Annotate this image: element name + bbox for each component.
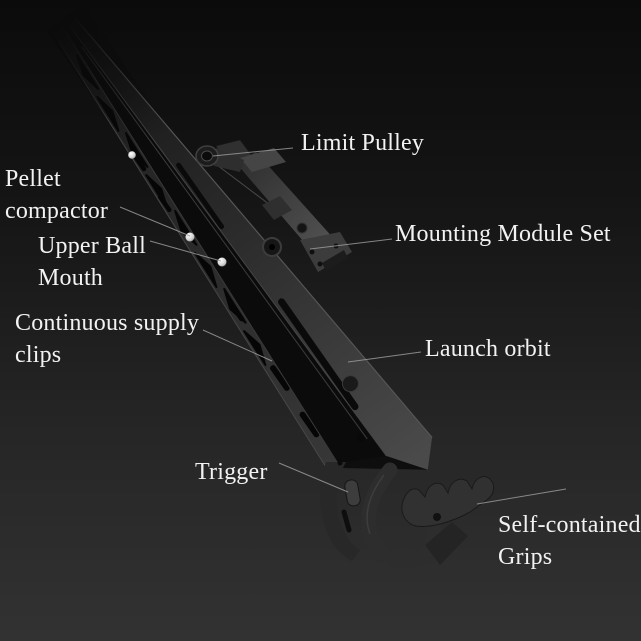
leader-pellet-compactor [119, 206, 191, 237]
module-top-plate [240, 148, 286, 172]
label-upper-ball-mouth: Upper Ball Mouth [38, 233, 146, 291]
leader-continuous-supply-clips [202, 329, 273, 362]
leader-launch-orbit [347, 351, 422, 363]
label-launch-orbit: Launch orbit [425, 336, 551, 362]
serrated-grip-part [401, 476, 495, 527]
launcher-rail [45, 4, 433, 470]
trigger-part [344, 479, 361, 507]
truss-cutout [194, 252, 218, 289]
body-bolt [337, 460, 343, 466]
face-groove [278, 298, 359, 411]
supply-clip-slots [132, 154, 320, 438]
leader-upper-ball-mouth [149, 240, 222, 262]
supply-clip-slot [229, 302, 245, 322]
leader-lines [119, 147, 567, 505]
module-pulley-hub [269, 244, 275, 250]
mounting-module-set-part [212, 139, 352, 272]
hook-tail [425, 522, 468, 565]
leader-self-contained-grips [476, 488, 567, 505]
pulley-arm [214, 148, 244, 172]
leader-mounting-module-set [309, 238, 393, 250]
supply-clip-slot [158, 194, 172, 213]
module-strut [262, 196, 292, 220]
label-trigger: Trigger [195, 459, 268, 485]
pellet-balls [128, 151, 227, 267]
supply-clip-slot [132, 154, 147, 172]
pulley-spool-core [201, 150, 213, 162]
front-arm-slot [341, 509, 352, 533]
face-groove [176, 162, 225, 230]
label-continuous-supply-clips: Continuous supply clips [15, 310, 200, 368]
grip-assembly [320, 460, 495, 569]
supply-clip-slot [299, 411, 320, 438]
label-limit-pulley: Limit Pulley [301, 130, 425, 156]
front-arm [320, 462, 360, 561]
top-fade [45, 4, 172, 158]
module-main-bar [236, 152, 344, 263]
truss-cutout [243, 330, 267, 367]
face-bolt [356, 432, 366, 442]
supply-clip-slot [270, 365, 290, 391]
module-roller [296, 222, 308, 234]
label-self-contained-grips: Self-contained Grips [498, 512, 641, 570]
leader-limit-pulley [212, 147, 294, 157]
label-mounting-module-set: Mounting Module Set [395, 221, 611, 247]
leader-trigger [278, 462, 349, 493]
module-bolt [309, 249, 315, 255]
limit-pulley-part [195, 145, 244, 172]
module-end-block [300, 232, 352, 272]
module-end-side [322, 250, 348, 271]
pellet-ball [128, 151, 136, 159]
grip-hole [433, 513, 441, 521]
label-pellet-compactor: Pellet compactor [5, 166, 109, 224]
face-knob [341, 375, 359, 393]
module-bolt [317, 261, 323, 267]
pellet-ball [217, 257, 227, 267]
hook-highlight [366, 474, 385, 535]
